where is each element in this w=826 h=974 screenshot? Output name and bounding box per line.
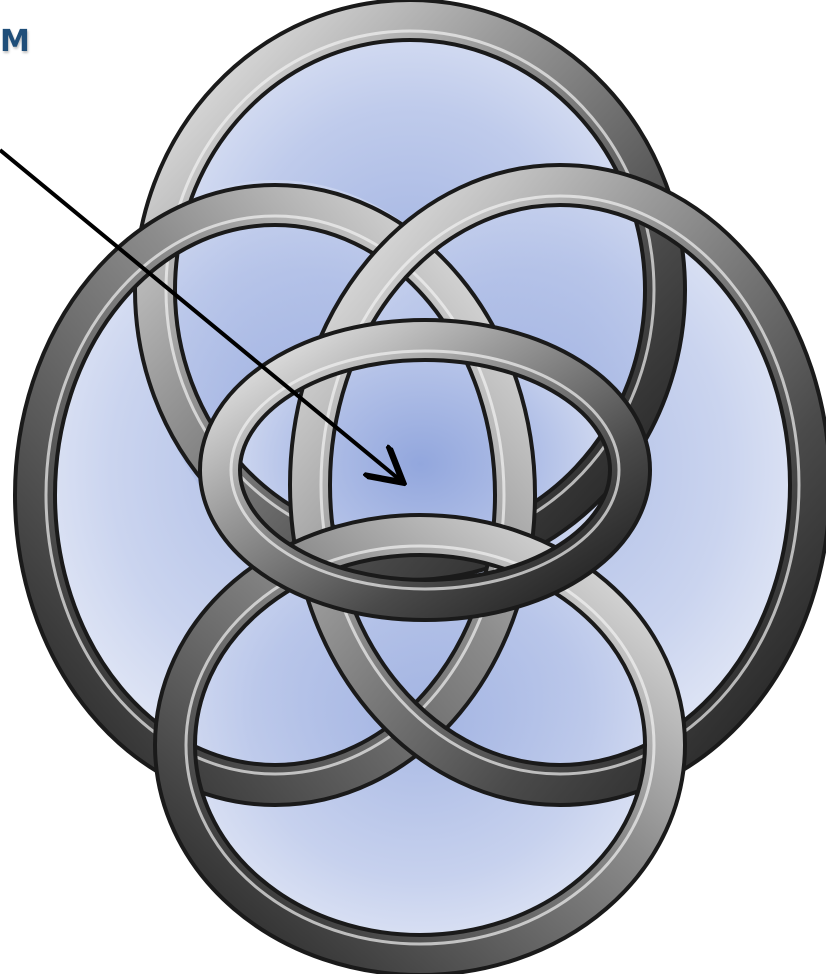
- region-label: M: [0, 24, 31, 59]
- loop-fills: [25, 20, 815, 965]
